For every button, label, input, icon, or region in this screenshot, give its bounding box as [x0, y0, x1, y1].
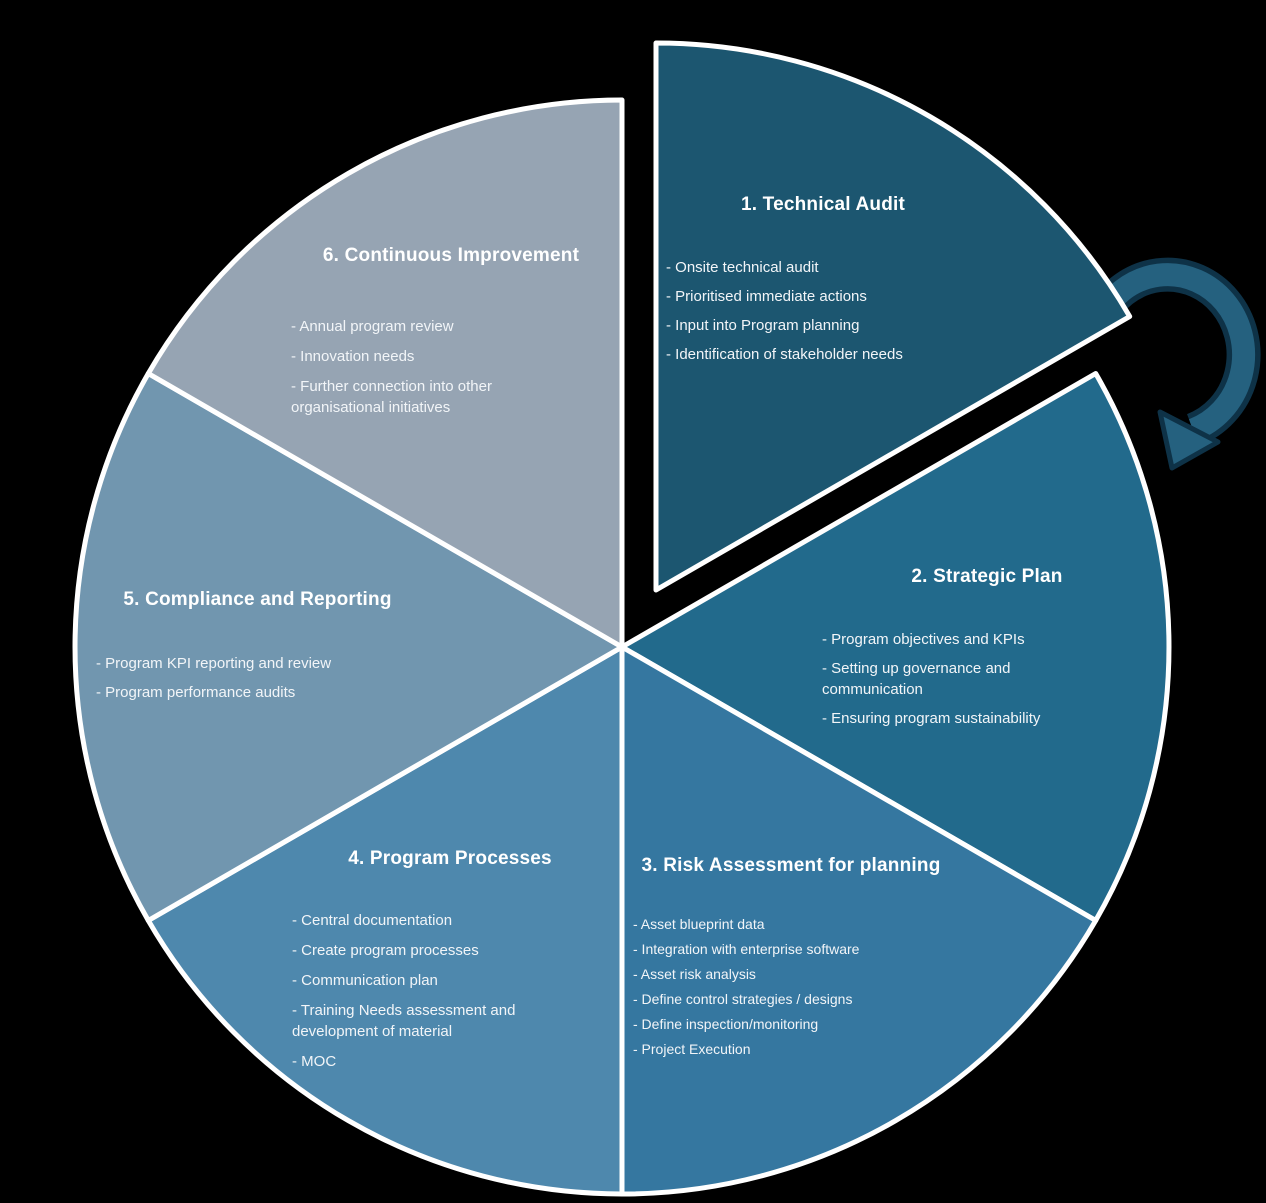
- segment-2-title: 2. Strategic Plan: [911, 566, 1063, 587]
- bullet-item: - Setting up governance and communicatio…: [822, 660, 1011, 698]
- segment-4-title: 4. Program Processes: [348, 848, 552, 869]
- segment-2-bullets: - Program objectives and KPIs - Setting …: [822, 629, 1077, 737]
- bullet-item: - Integration with enterprise software: [633, 941, 860, 957]
- bullet-item: - Asset blueprint data: [633, 916, 765, 932]
- bullet-item: - Program objectives and KPIs: [822, 631, 1025, 648]
- cycle-arrow-icon: [1084, 257, 1261, 471]
- cycle-arrow-head: [1157, 409, 1221, 471]
- bullet-item: - Project Execution: [633, 1041, 751, 1057]
- pie-slice-3-risk-assessment: [619, 644, 1099, 1197]
- bullet-item: - Input into Program planning: [666, 317, 860, 334]
- segment-3-title: 3. Risk Assessment for planning: [641, 855, 941, 876]
- segment-3-bullets: - Asset blueprint data - Integration wit…: [633, 916, 923, 1066]
- bullet-item: - Training Needs assessment and developm…: [292, 1002, 516, 1040]
- cycle-arrow-body: [1089, 263, 1256, 441]
- segment-6-bullets: - Annual program review - Innovation nee…: [291, 316, 571, 427]
- segment-1-title: 1. Technical Audit: [740, 194, 906, 215]
- bullet-item: - Identification of stakeholder needs: [666, 346, 903, 363]
- bullet-item: - Define inspection/monitoring: [633, 1016, 819, 1032]
- pie-slice-4-program-processes: [145, 644, 625, 1197]
- bullet-item: - Define control strategies / designs: [633, 991, 853, 1007]
- bullet-item: - Program KPI reporting and review: [96, 655, 332, 672]
- bullet-item: - Program performance audits: [96, 684, 296, 701]
- pie-slice-6-continuous-improvement: [145, 97, 625, 650]
- bullet-item: - Asset risk analysis: [633, 966, 756, 982]
- segment-6-title: 6. Continuous Improvement: [322, 245, 580, 266]
- bullet-item: - Create program processes: [292, 942, 479, 959]
- segment-5-bullets: - Program KPI reporting and review - Pro…: [96, 653, 406, 711]
- pie-slice-1-technical-audit: [653, 40, 1133, 593]
- segment-4-bullets: - Central documentation - Create program…: [292, 910, 562, 1081]
- segment-5-title: 5. Compliance and Reporting: [123, 589, 392, 610]
- bullet-item: - Innovation needs: [291, 348, 415, 365]
- bullet-item: - Onsite technical audit: [666, 259, 819, 276]
- bullet-item: - MOC: [292, 1053, 337, 1070]
- pie-slice-2-strategic-plan: [619, 371, 1172, 923]
- bullet-item: - Ensuring program sustainability: [822, 710, 1041, 727]
- pie-slice-5-compliance-reporting: [72, 371, 625, 923]
- segment-1-bullets: - Onsite technical audit - Prioritised i…: [666, 257, 966, 373]
- bullet-item: - Annual program review: [291, 318, 454, 335]
- bullet-item: - Prioritised immediate actions: [666, 288, 867, 305]
- bullet-item: - Further connection into other organisa…: [291, 378, 492, 416]
- bullet-item: - Central documentation: [292, 912, 453, 929]
- bullet-item: - Communication plan: [292, 972, 438, 989]
